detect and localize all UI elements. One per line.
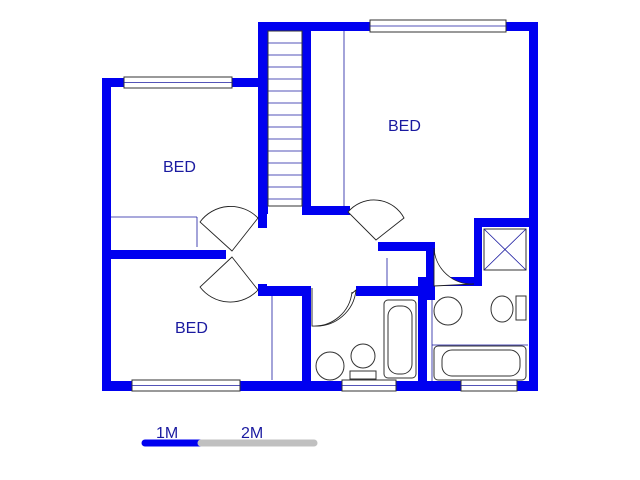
- scale-label-2m: 2M: [241, 425, 263, 442]
- windows: [123, 19, 518, 392]
- room-label-bed-left-lower: BED: [175, 320, 208, 337]
- room-label-bed-left-upper: BED: [163, 159, 196, 176]
- bath-fixtures: [315, 228, 527, 381]
- staircase: [267, 30, 303, 207]
- scale-label-1m: 1M: [156, 425, 178, 442]
- scale-bar: 1M 2M: [141, 425, 318, 447]
- room-label-bed-right: BED: [388, 118, 421, 135]
- doors: [199, 199, 475, 327]
- thin-lines: [110, 30, 528, 385]
